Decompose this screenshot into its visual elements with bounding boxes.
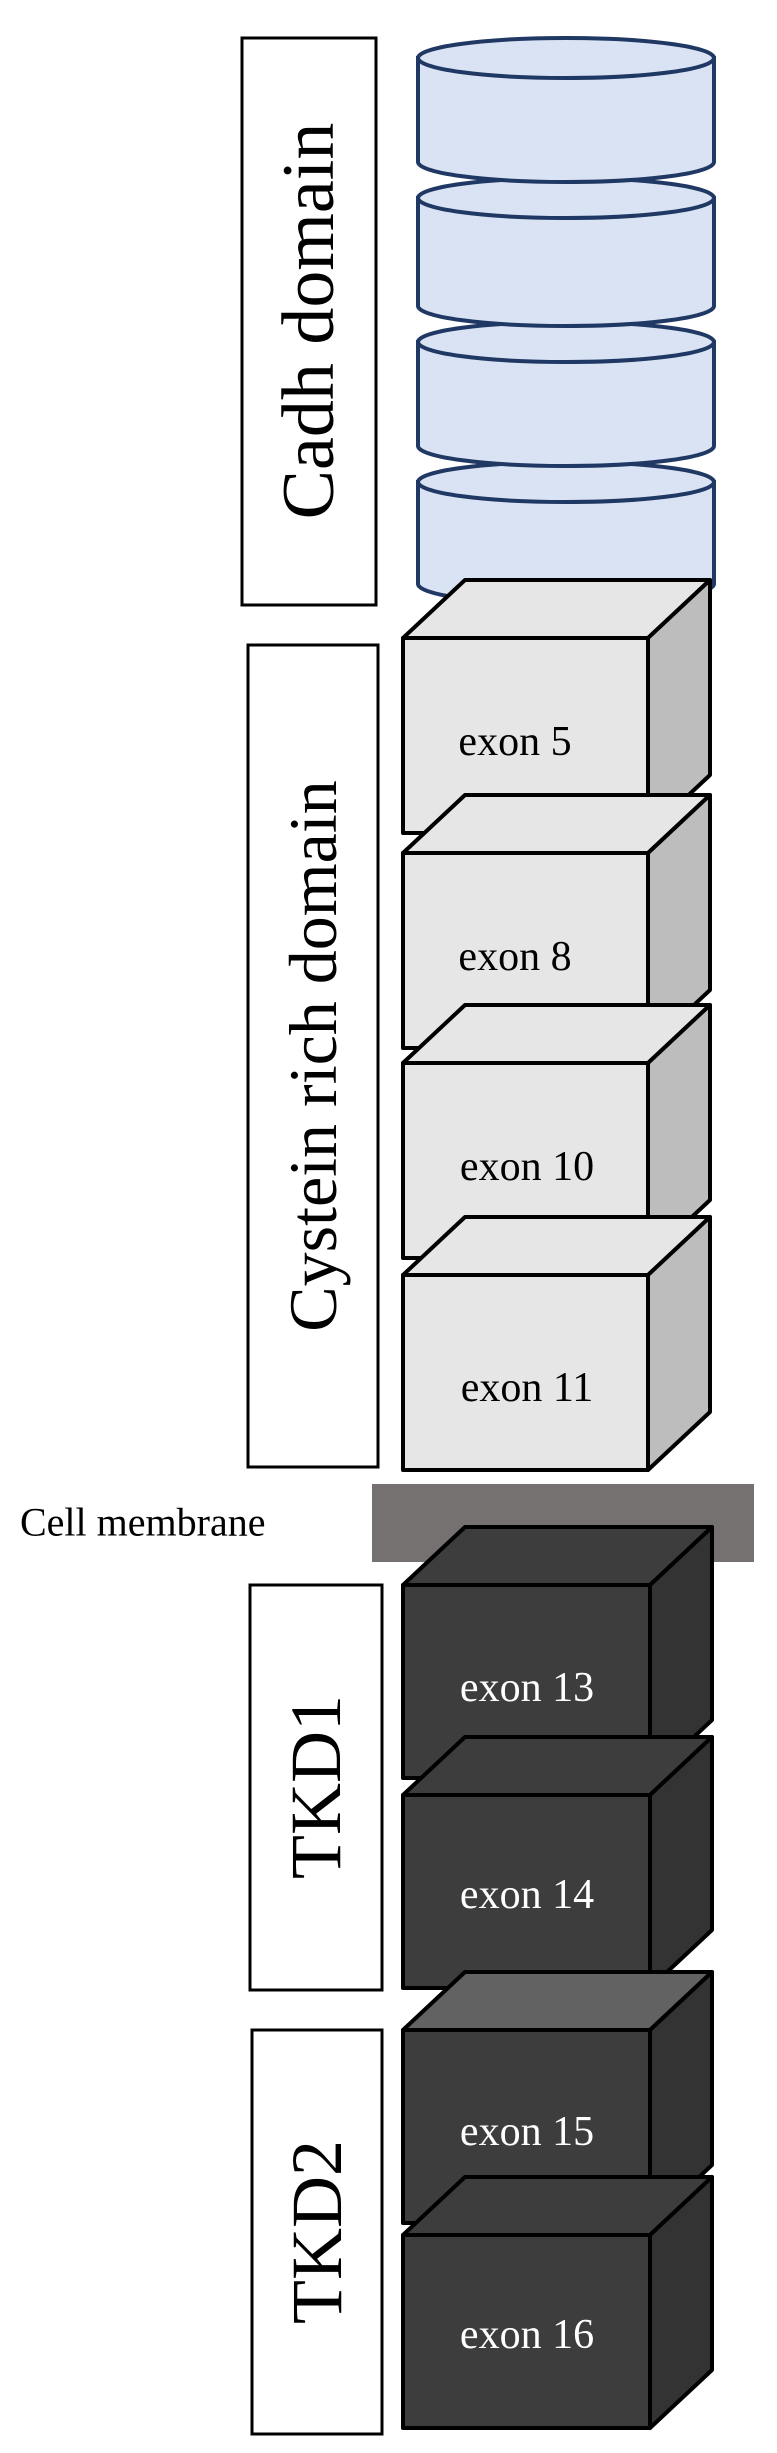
exon-11-cube: exon 11	[401, 1215, 712, 1472]
cadh-domain-label-box: Cadh domain	[240, 36, 378, 607]
exon-16-cube: exon 16	[401, 2175, 714, 2430]
exon-8-cube: exon 8	[401, 793, 712, 1050]
exon-10-label: exon 10	[460, 1144, 594, 1190]
exon-14-cube: exon 14	[401, 1735, 714, 1990]
exon-13-label: exon 13	[460, 1665, 594, 1711]
cadh-disc-2	[416, 176, 716, 328]
tkd2-label-box: TKD2	[250, 2028, 384, 2436]
cysteine-rich-domain-label: Cystein rich domain	[275, 780, 351, 1331]
exon-15-label: exon 15	[460, 2109, 594, 2155]
tkd1-label-box: TKD1	[248, 1583, 384, 1992]
cysteine-rich-domain-label-box: Cystein rich domain	[246, 643, 380, 1469]
tkd2-label: TKD2	[277, 2140, 357, 2324]
exon-10-cube: exon 10	[401, 1003, 712, 1260]
exon-14-label: exon 14	[460, 1872, 594, 1918]
cadh-disc-3	[416, 320, 716, 468]
tkd1-label: TKD1	[276, 1695, 356, 1879]
cadh-disc-1	[416, 36, 716, 184]
exon-5-label: exon 5	[458, 719, 571, 765]
exon-16-label: exon 16	[460, 2312, 594, 2358]
cadh-disc-4	[416, 460, 716, 606]
cysteine-exon-cubes: exon 5 exon 8 exon 10 exon 11	[401, 578, 712, 1472]
cell-membrane-label: Cell membrane	[20, 1500, 265, 1545]
cadh-domain-label: Cadh domain	[268, 123, 350, 520]
exon-11-label: exon 11	[461, 1365, 594, 1411]
cadh-cylinder-stack	[416, 36, 716, 606]
exon-8-label: exon 8	[458, 934, 571, 980]
tkd-exon-cubes: exon 13 exon 14 exon 15 exon 16	[401, 1525, 714, 2430]
